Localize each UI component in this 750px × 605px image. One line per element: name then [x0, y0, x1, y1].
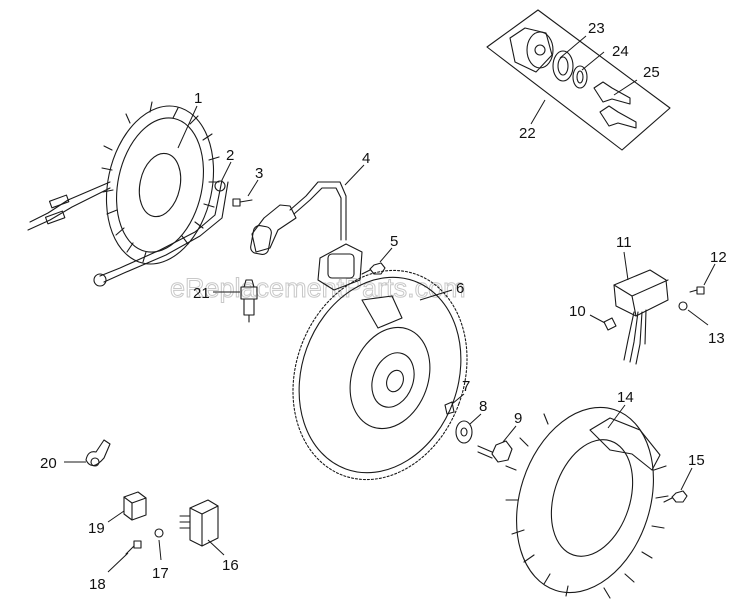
regulator-rectifier	[589, 251, 669, 365]
stator	[27, 101, 220, 265]
ground-bracket	[93, 161, 232, 287]
callout-7: 7	[462, 378, 470, 395]
rectifier-16	[179, 499, 225, 556]
wire-clip-20	[64, 439, 111, 467]
leader-4	[344, 164, 365, 186]
flywheel-bolt	[477, 425, 517, 463]
screw-3	[232, 179, 259, 207]
leader-9	[502, 425, 517, 443]
leader-22	[530, 99, 546, 125]
ignition-module	[250, 164, 365, 291]
callout-23: 23	[588, 20, 605, 37]
callout-22: 22	[519, 125, 536, 142]
leader-24	[581, 51, 605, 71]
callout-9: 9	[514, 410, 522, 427]
washer-8	[455, 413, 482, 444]
ignition-keys	[593, 81, 637, 129]
blower-housing-fan	[505, 404, 669, 599]
callout-8: 8	[479, 398, 487, 415]
leader-18	[107, 552, 129, 573]
screw-12	[689, 263, 716, 295]
callout-20: 20	[40, 455, 57, 472]
leader-8	[469, 413, 482, 425]
spark-plug	[213, 279, 258, 323]
washer-13	[678, 301, 709, 326]
leader-25	[613, 79, 638, 96]
callout-1: 1	[194, 90, 202, 107]
switch-nut	[552, 50, 574, 82]
ignition-switch-body	[509, 27, 554, 73]
leader-11	[623, 251, 629, 281]
callout-25: 25	[643, 64, 660, 81]
leader-6	[419, 289, 453, 301]
callout-19: 19	[88, 520, 105, 537]
screw-18	[107, 540, 142, 573]
leader-5	[379, 247, 393, 263]
callout-13: 13	[708, 330, 725, 347]
switch-washer	[572, 65, 588, 89]
leader-23	[559, 35, 587, 59]
callout-11: 11	[616, 234, 632, 251]
kit-boundary	[486, 9, 671, 151]
leader-1	[177, 105, 198, 149]
callout-12: 12	[710, 249, 727, 266]
callout-24: 24	[612, 43, 629, 60]
callout-4: 4	[362, 150, 370, 167]
leader-16	[207, 539, 225, 556]
washer-17	[154, 528, 164, 561]
leader-12	[703, 263, 716, 286]
callout-17: 17	[152, 565, 169, 582]
leader-17	[158, 539, 162, 561]
ignition-switch-kit-group	[486, 9, 671, 151]
callout-labels: 1 2 3 4 5 6 7 8 9 10 11 12 13 14 15 16 1…	[40, 20, 727, 593]
callout-10: 10	[569, 303, 586, 320]
flywheel	[292, 269, 468, 481]
leader-15	[680, 467, 693, 491]
callout-3: 3	[255, 165, 263, 182]
leader-2	[221, 161, 232, 181]
leader-14	[607, 404, 626, 429]
leader-3	[247, 179, 259, 197]
leader-19	[107, 510, 125, 523]
callout-18: 18	[89, 576, 106, 593]
flywheel-key	[444, 393, 465, 415]
terminal-block-19	[107, 491, 147, 523]
callout-14: 14	[617, 389, 634, 406]
screw-15	[663, 467, 693, 503]
callout-16: 16	[222, 557, 239, 574]
leader-13	[687, 309, 709, 326]
callout-21: 21	[193, 285, 210, 302]
callout-6: 6	[456, 280, 464, 297]
screw-5	[361, 247, 393, 275]
callout-2: 2	[226, 147, 234, 164]
leader-7	[451, 393, 465, 405]
callout-15: 15	[688, 452, 705, 469]
leader-10	[589, 314, 606, 324]
callout-5: 5	[390, 233, 398, 250]
